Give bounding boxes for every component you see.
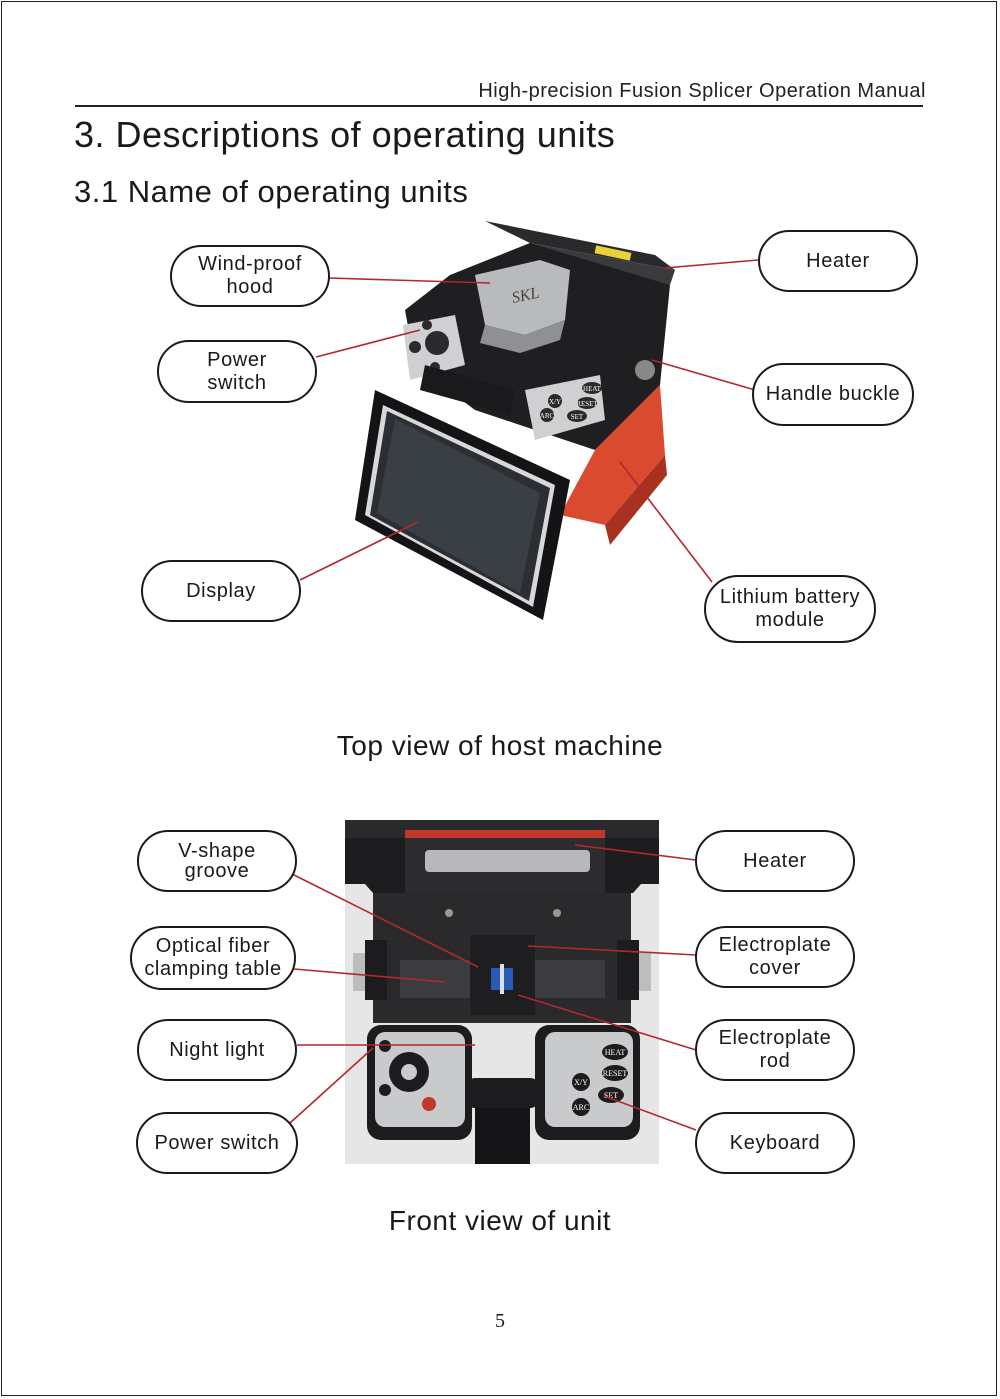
callout-power-switch-top: Power switch: [157, 340, 317, 403]
callout-heater-top: Heater: [758, 230, 918, 292]
callout-wind-proof-hood: Wind-proof hood: [170, 245, 330, 307]
callout-fiber-clamping-table: Optical fiber clamping table: [130, 926, 296, 990]
front-key-set: SET: [604, 1091, 618, 1100]
front-key-arc: ARC: [573, 1103, 589, 1112]
callout-lithium-battery: Lithium battery module: [704, 575, 876, 643]
front-key-reset: RESET: [603, 1069, 628, 1078]
top-key-xy: X/Y: [549, 398, 561, 406]
running-header: High-precision Fusion Splicer Operation …: [478, 80, 926, 102]
front-key-heat: HEAT: [605, 1048, 626, 1057]
callout-electroplate-cover: Electroplate cover: [695, 926, 855, 988]
brand-mark: SKL: [510, 285, 541, 307]
top-key-set: SET: [571, 413, 584, 421]
callout-handle-buckle: Handle buckle: [752, 363, 914, 426]
page-number: 5: [495, 1310, 505, 1332]
front-view-photo: HEAT RESET X/Y SET ARC: [345, 820, 659, 1164]
section-subtitle: 3.1 Name of operating units: [74, 174, 469, 209]
top-key-heat: HEAT: [583, 385, 602, 393]
callout-electroplate-rod: Electroplate rod: [695, 1019, 855, 1081]
top-key-arc: ARC: [540, 412, 555, 420]
callout-keyboard: Keyboard: [695, 1112, 855, 1174]
section-title: 3. Descriptions of operating units: [74, 114, 616, 155]
callout-night-light: Night light: [137, 1019, 297, 1081]
front-view-caption: Front view of unit: [388, 1205, 612, 1236]
header-rule: [75, 105, 923, 107]
front-key-xy: X/Y: [574, 1078, 588, 1087]
top-view-photo: SKL HEAT RESET X/Y ARC SET: [355, 221, 675, 620]
callout-display: Display: [141, 560, 301, 622]
callout-v-shape-groove: V-shape groove: [137, 830, 297, 892]
callout-heater-front: Heater: [695, 830, 855, 892]
top-key-reset: RESET: [576, 400, 598, 408]
top-view-caption: Top view of host machine: [336, 730, 664, 761]
callout-power-switch-front: Power switch: [136, 1112, 298, 1174]
